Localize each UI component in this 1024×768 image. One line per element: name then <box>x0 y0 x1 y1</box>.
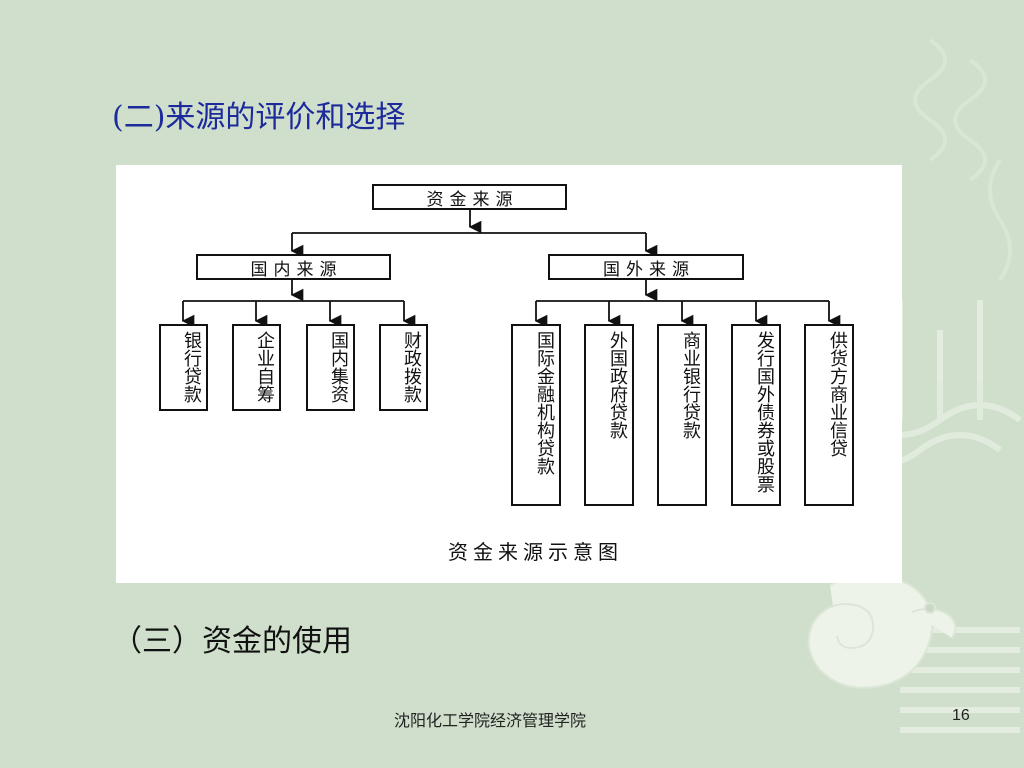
leaf-node-domestic-fundraising: 国内集资 <box>306 324 355 411</box>
leaf-node-self-raised: 企业自筹 <box>232 324 281 411</box>
section-heading: （三）资金的使用 <box>112 624 352 659</box>
leaf-node-commercial-bank-loan: 商业银行贷款 <box>657 324 707 506</box>
leaf-node-intl-financial-institutions: 国际金融机构贷款 <box>511 324 561 506</box>
leaf-node-overseas-bonds-stocks: 发行国外债券或股票 <box>731 324 781 506</box>
leaf-node-fiscal-allocation: 财政拨款 <box>379 324 428 411</box>
branch-node-foreign: 国外来源 <box>548 254 744 280</box>
diagram-caption: 资金来源示意图 <box>448 540 623 564</box>
slide-title: (二)来源的评价和选择 <box>112 100 406 135</box>
footer-text: 沈阳化工学院经济管理学院 <box>394 711 587 730</box>
root-node: 资金来源 <box>372 184 567 210</box>
leaf-node-bank-loan: 银行贷款 <box>159 324 208 411</box>
page-number: 16 <box>952 707 970 724</box>
leaf-node-foreign-government-loan: 外国政府贷款 <box>584 324 634 506</box>
diagram-panel: 资金来源 国内来源 国外来源 银行贷款 企业自筹 国内集资 财政拨款 国际金融机… <box>116 165 902 583</box>
branch-node-domestic: 国内来源 <box>196 254 391 280</box>
dragon-ornament-icon <box>807 574 957 689</box>
leaf-node-supplier-credit: 供货方商业信贷 <box>804 324 854 506</box>
diagram-connectors <box>181 210 841 328</box>
